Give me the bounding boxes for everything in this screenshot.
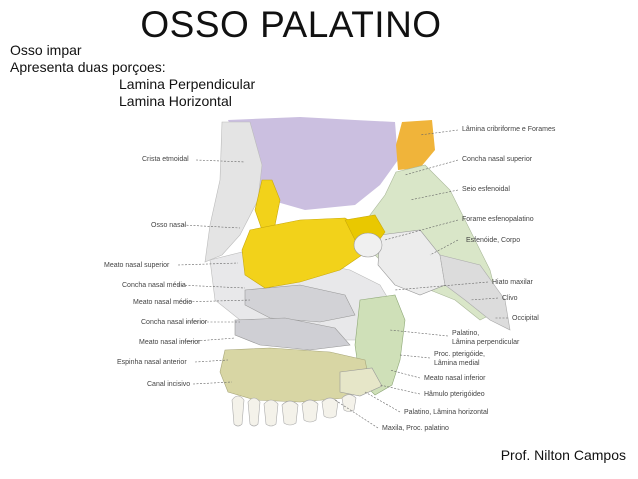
- label-lamina-perpendicular: Lâmina perpendicular: [452, 339, 520, 346]
- right-labels: Lâmina cribriforme e Forames Concha nasa…: [382, 126, 556, 432]
- label-esfenoide-corpo: Esfenóide, Corpo: [466, 237, 520, 244]
- label-palatino-lamina-horizontal: Palatino, Lâmina horizontal: [404, 409, 489, 416]
- label-meato-nasal-superior: Meato nasal superior: [104, 262, 170, 269]
- middle-concha: [244, 284, 356, 323]
- label-palatino: Palatino,: [452, 330, 479, 337]
- label-seio-esfenoidal: Seio esfenoidal: [462, 186, 510, 193]
- label-concha-nasal-superior: Concha nasal superior: [462, 156, 533, 163]
- intro-text: Osso impar Apresenta duas porçoes: Lamin…: [10, 42, 255, 110]
- label-hiato-maxilar: Hiato maxilar: [492, 279, 534, 286]
- label-espinha-nasal-anterior: Espinha nasal anterior: [117, 359, 187, 366]
- palatine-horizontal-plate: [339, 367, 383, 397]
- label-concha-nasal-media: Concha nasal média: [122, 282, 186, 289]
- label-concha-nasal-inferior: Concha nasal inferior: [141, 319, 208, 326]
- label-leaders: [177, 129, 508, 429]
- inferior-concha: [234, 317, 351, 351]
- clivus-region: [439, 254, 511, 331]
- label-meato-nasal-inferior: Meato nasal inferior: [139, 339, 201, 346]
- intro-line-3: Lamina Perpendicular: [119, 76, 256, 92]
- label-clivo: Clivo: [502, 295, 518, 302]
- page-title: OSSO PALATINO: [0, 4, 638, 46]
- author-credit: Prof. Nilton Campos: [500, 447, 626, 463]
- label-canal-incisivo: Canal incisivo: [147, 381, 190, 388]
- intro-line-2: Apresenta duas porçoes:: [10, 59, 166, 75]
- skull-section: [204, 117, 511, 427]
- palatine-body: [241, 217, 366, 289]
- intro-line-4: Lamina Horizontal: [119, 93, 232, 109]
- label-meato-nasal-inferior-right: Meato nasal inferior: [424, 375, 486, 382]
- label-proc-pterigoide: Proc. pterigóide,: [434, 351, 485, 358]
- label-lamina-medial: Lâmina medial: [434, 360, 480, 367]
- page-title-text: OSSO PALATINO: [140, 4, 442, 45]
- label-maxila-proc-palatino: Maxila, Proc. palatino: [382, 425, 449, 432]
- label-forame-esfenopalatino: Forame esfenopalatino: [462, 216, 534, 223]
- label-hamulo-pterigoideo: Hâmulo pterigóideo: [424, 391, 485, 398]
- sphenopalatine-foramen-area: [353, 232, 383, 258]
- sphenoid-body: [377, 229, 446, 296]
- teeth: [231, 394, 357, 427]
- label-crista-etmoidal: Crista etmoidal: [142, 156, 189, 163]
- label-meato-nasal-medio: Meato nasal médio: [133, 299, 192, 306]
- left-labels: Crista etmoidal Osso nasal Meato nasal s…: [104, 156, 208, 388]
- label-osso-nasal: Osso nasal: [151, 222, 186, 229]
- intro-line-1: Osso impar: [10, 42, 82, 58]
- label-occipital: Occipital: [512, 315, 539, 322]
- cribriform-plate: [396, 120, 435, 170]
- label-lamina-cribriforme: Lâmina cribriforme e Forames: [462, 126, 556, 133]
- palatine-bone-highlight: [241, 179, 386, 289]
